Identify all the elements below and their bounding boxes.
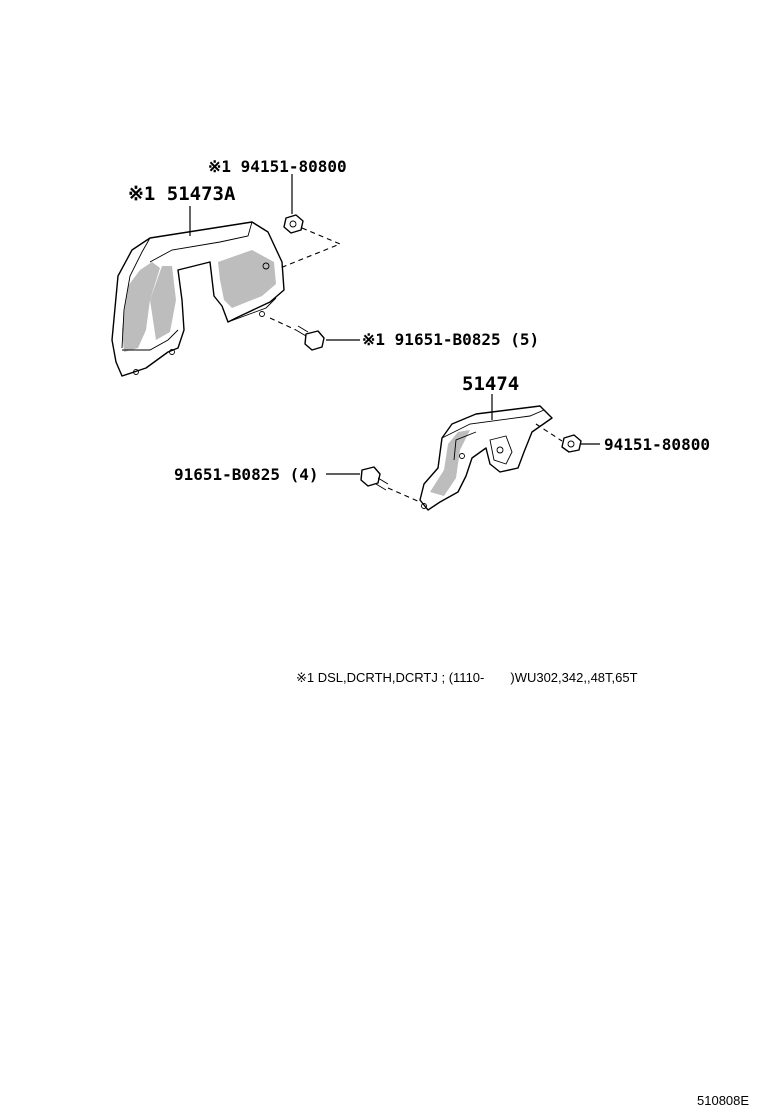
callout-bolt-right: 91651-B0825 (4): [174, 465, 319, 484]
callout-nut-top-left: ※1 94151-80800: [208, 157, 347, 176]
callout-bolt-left: ※1 91651-B0825 (5): [362, 330, 539, 349]
callout-cover-a: ※1 51473A: [128, 183, 236, 205]
engine-under-cover-51473a: [111, 221, 285, 377]
bolt-lower: [360, 466, 389, 491]
engine-cover-51474: [419, 405, 553, 511]
figure-id: 510808E: [697, 1093, 749, 1108]
applicability-note: ※1 DSL,DCRTH,DCRTJ ; (1110- )WU302,342,,…: [296, 670, 638, 685]
callout-nut-right: 94151-80800: [604, 435, 710, 454]
nut-right: [561, 434, 582, 453]
bolt-upper: [295, 325, 325, 351]
callout-cover-b: 51474: [462, 373, 519, 395]
nut-top-left: [283, 214, 304, 234]
